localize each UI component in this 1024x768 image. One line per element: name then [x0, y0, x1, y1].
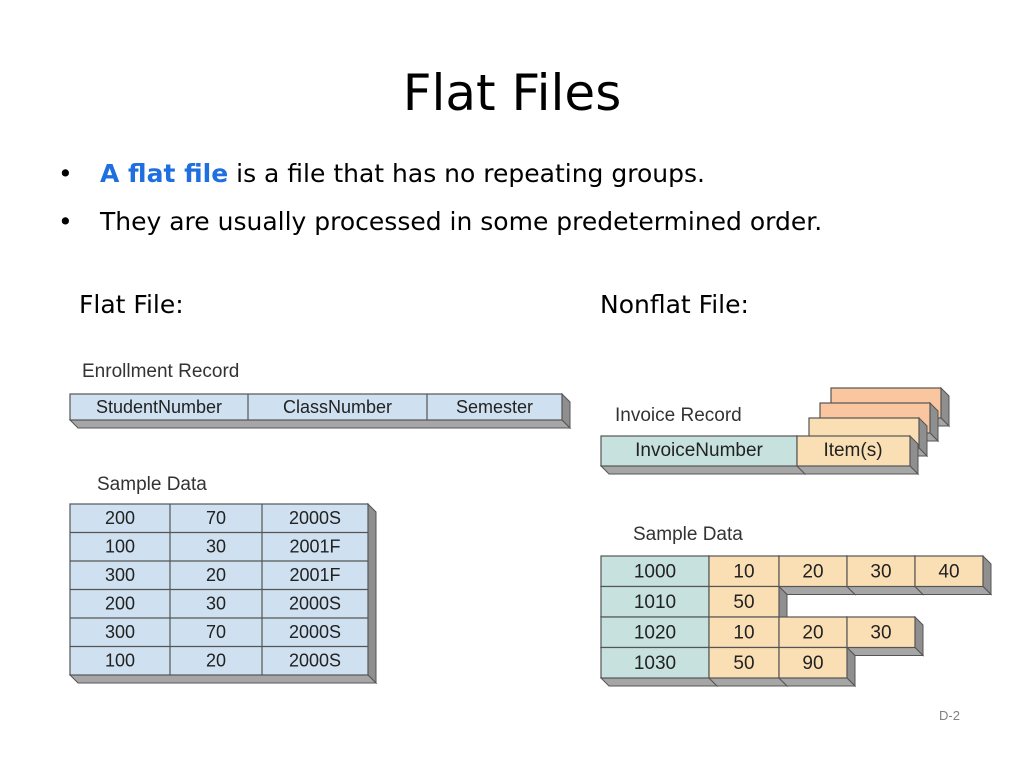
- invoice-number-text: 1000: [634, 561, 676, 582]
- items-field-label: Item(s): [823, 440, 882, 461]
- box-bottom: [777, 586, 857, 595]
- item-cell-text: 30: [870, 622, 891, 643]
- invoice-field-label: InvoiceNumber: [635, 440, 763, 461]
- box-face: [914, 555, 984, 588]
- invoice-number-field: [599, 434, 807, 476]
- box-bottom: [845, 586, 925, 595]
- bullet-item: • A flat file is a file that has no repe…: [58, 150, 998, 198]
- item-cell-text: 10: [733, 622, 754, 643]
- invoice-number-text: 1010: [634, 592, 676, 613]
- box-bottom: [599, 677, 719, 687]
- box-face: [69, 393, 563, 421]
- items-field: [795, 434, 920, 476]
- flat-cell-text: 30: [206, 537, 226, 557]
- box-face: [600, 646, 710, 679]
- enrollment-record-bar: [68, 392, 572, 430]
- item-cell: [913, 554, 993, 596]
- bullet-highlight: A flat file: [100, 159, 229, 188]
- flat-cell-text: 100: [105, 651, 135, 671]
- box-face: [778, 646, 848, 679]
- box-side: [367, 502, 377, 685]
- bullet-item: • They are usually processed in some pre…: [58, 198, 998, 246]
- box-bottom: [777, 677, 857, 687]
- item-cell-text: 10: [733, 561, 754, 582]
- box-bottom: [845, 647, 925, 656]
- enrollment-field-label: ClassNumber: [283, 397, 392, 417]
- flat-file-label: Flat File:: [79, 290, 184, 319]
- flat-cell-text: 2000S: [289, 508, 341, 528]
- bullet-text: They are usually processed in some prede…: [100, 207, 823, 236]
- item-cell: [845, 615, 925, 657]
- enrollment-field-label: StudentNumber: [96, 397, 222, 417]
- flat-cell-text: 300: [105, 622, 135, 642]
- flat-sample-data-caption: Sample Data: [97, 474, 207, 495]
- box-bottom: [707, 677, 789, 687]
- flat-cell-text: 200: [105, 508, 135, 528]
- box-face: [708, 585, 780, 618]
- bullet-dot-icon: •: [58, 159, 73, 188]
- item-cell-text: 90: [802, 653, 823, 674]
- flat-cell-text: 70: [206, 622, 226, 642]
- box-face: [778, 616, 848, 649]
- box-bottom: [68, 674, 378, 684]
- slide-title: Flat Files: [402, 64, 622, 122]
- flat-cell-text: 300: [105, 565, 135, 585]
- box-face: [778, 555, 848, 588]
- nonflat-file-label: Nonflat File:: [600, 290, 749, 319]
- item-cell-text: 50: [733, 592, 754, 613]
- flat-cell-text: 200: [105, 594, 135, 614]
- item-cell-text: 30: [870, 561, 891, 582]
- flat-cell-text: 20: [206, 651, 226, 671]
- box-face: [600, 435, 798, 467]
- bullet-dot-icon: •: [58, 207, 73, 236]
- item-cell-text: 40: [938, 561, 959, 582]
- item-cell-text: 50: [733, 653, 754, 674]
- box-face: [846, 616, 916, 649]
- nonflat-sample-data-caption: Sample Data: [633, 524, 743, 545]
- flat-cell-text: 2000S: [289, 651, 341, 671]
- box-face: [796, 435, 911, 467]
- item-cell: [707, 646, 789, 688]
- bullet-text: is a file that has no repeating groups.: [228, 159, 705, 188]
- flat-cell-text: 2000S: [289, 594, 341, 614]
- enrollment-field-label: Semester: [456, 397, 533, 417]
- item-cell-text: 20: [802, 561, 823, 582]
- box-bottom: [913, 586, 993, 595]
- box-face: [600, 585, 710, 618]
- slide-number: D-2: [939, 708, 960, 723]
- flat-cell-text: 70: [206, 508, 226, 528]
- item-cell-text: 20: [802, 622, 823, 643]
- box-bottom: [68, 419, 572, 429]
- item-cell: [777, 646, 857, 688]
- bullet-list: • A flat file is a file that has no repe…: [58, 150, 998, 246]
- invoice-number-text: 1020: [634, 622, 676, 643]
- flat-cell-text: 2001F: [289, 537, 340, 557]
- flat-cell-text: 100: [105, 537, 135, 557]
- enrollment-record-caption: Enrollment Record: [82, 361, 240, 382]
- box-face: [708, 646, 780, 679]
- invoice-number-text: 1030: [634, 653, 676, 674]
- flat-cell-text: 2001F: [289, 565, 340, 585]
- flat-cell-text: 30: [206, 594, 226, 614]
- box-bottom: [795, 465, 920, 475]
- box-face: [600, 616, 710, 649]
- invoice-record-caption: Invoice Record: [615, 405, 742, 426]
- flat-cell-text: 20: [206, 565, 226, 585]
- flat-cell-text: 2000S: [289, 622, 341, 642]
- box-bottom: [599, 465, 807, 475]
